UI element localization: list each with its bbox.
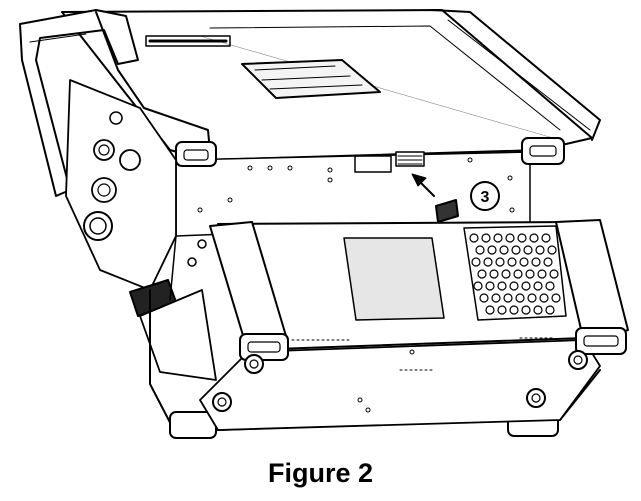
exploded-view-illustration: 3: [19, 9, 629, 439]
machine-line-drawing: 3: [19, 9, 629, 439]
removed-panel: [187, 219, 629, 431]
vent-holes: [463, 225, 567, 321]
callout-3: 3: [470, 181, 500, 211]
callout-number: 3: [481, 189, 490, 206]
main-housing: [19, 9, 601, 439]
figure-caption: Figure 2: [267, 458, 374, 488]
direction-arrow: [411, 173, 435, 197]
